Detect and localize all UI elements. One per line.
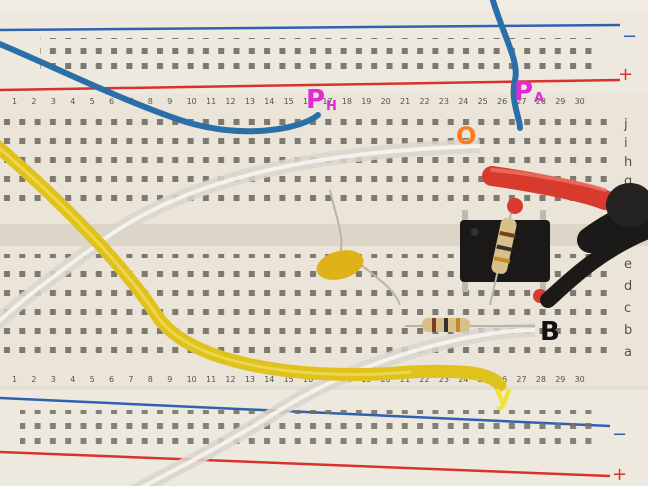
column-number-bottom: 29 <box>555 375 565 384</box>
column-number-top: 21 <box>400 97 410 106</box>
top-rail-plus-label: + <box>618 64 633 85</box>
column-number-bottom: 9 <box>167 375 172 384</box>
column-number-top: 26 <box>497 97 507 106</box>
row-letter: i <box>624 136 628 151</box>
column-number-bottom: 10 <box>187 375 197 384</box>
label-p-h: P H <box>306 85 337 115</box>
column-number-bottom: 1 <box>12 375 17 384</box>
ceramic-capacitor <box>316 189 401 306</box>
label-p-h-sub: H <box>326 99 337 114</box>
column-number-bottom: 24 <box>458 375 468 384</box>
row-letters: jihgfedcba <box>623 117 632 360</box>
column-number-bottom: 23 <box>439 375 449 384</box>
column-number-top: 5 <box>90 97 95 106</box>
label-p-h-main: P <box>306 85 325 115</box>
column-number-top: 1 <box>12 97 17 106</box>
row-letter: b <box>624 323 632 338</box>
bottom-rail-minus-label: − <box>612 424 627 445</box>
column-number-top: 28 <box>536 97 546 106</box>
top-power-rail: − + <box>0 10 648 92</box>
column-number-top: 2 <box>31 97 36 106</box>
column-number-top: 6 <box>109 97 114 106</box>
column-number-bottom: 6 <box>109 375 114 384</box>
red-tubing <box>482 166 615 303</box>
column-number-top: 17 <box>322 97 332 106</box>
row-letter: a <box>624 345 632 360</box>
column-number-top: 11 <box>206 97 216 106</box>
column-number-top: 19 <box>361 97 371 106</box>
column-number-top: 23 <box>439 97 449 106</box>
label-b: B <box>540 317 560 347</box>
column-number-top: 14 <box>264 97 274 106</box>
bottom-rail-red-line <box>0 450 611 478</box>
lower-terminal-strip <box>0 246 648 386</box>
top-rail-minus-label: − <box>622 26 637 47</box>
column-number-bottom: 3 <box>51 375 56 384</box>
bottom-power-rail: − + <box>0 390 648 486</box>
bottom-rail-plus-label: + <box>612 464 627 485</box>
column-number-top: 12 <box>225 97 235 106</box>
column-number-top: 27 <box>516 97 526 106</box>
column-number-top: 9 <box>167 97 172 106</box>
label-y: y <box>494 378 512 411</box>
blue-wire-right <box>489 0 523 131</box>
label-p-a: P A <box>514 77 544 107</box>
column-number-top: 16 <box>303 97 313 106</box>
column-number-bottom: 14 <box>264 375 274 384</box>
column-number-bottom: 15 <box>284 375 294 384</box>
resistor-horizontal <box>405 318 535 332</box>
column-number-top: 24 <box>458 97 468 106</box>
column-number-bottom: 12 <box>225 375 235 384</box>
row-letter: e <box>624 257 632 272</box>
row-letter: h <box>624 155 632 170</box>
column-number-bottom: 11 <box>206 375 216 384</box>
column-number-top: 20 <box>381 97 391 106</box>
row-letter: g <box>624 174 632 189</box>
column-number-top: 3 <box>51 97 56 106</box>
column-number-top: 29 <box>555 97 565 106</box>
label-o: O <box>456 122 476 150</box>
column-number-top: 18 <box>342 97 352 106</box>
row-letter: j <box>623 117 628 132</box>
column-number-top: 13 <box>245 97 255 106</box>
black-cables <box>540 183 648 308</box>
column-number-top: 22 <box>419 97 429 106</box>
column-number-bottom: 13 <box>245 375 255 384</box>
label-p-a-sub: A <box>534 91 544 106</box>
column-number-top: 30 <box>575 97 585 106</box>
column-number-top: 8 <box>148 97 153 106</box>
resistor-vertical <box>489 199 517 306</box>
row-letter: d <box>624 279 632 294</box>
column-number-bottom: 27 <box>516 375 526 384</box>
column-number-bottom: 2 <box>31 375 36 384</box>
column-number-bottom: 4 <box>70 375 75 384</box>
column-number-bottom: 21 <box>400 375 410 384</box>
column-number-bottom: 5 <box>90 375 95 384</box>
column-number-top: 15 <box>284 97 294 106</box>
blue-wire-left <box>0 40 321 135</box>
column-number-bottom: 22 <box>419 375 429 384</box>
column-number-top: 10 <box>187 97 197 106</box>
column-number-top: 25 <box>478 97 488 106</box>
top-rail-blue-line <box>0 23 621 32</box>
label-p-a-main: P <box>514 77 533 107</box>
column-number-bottom: 16 <box>303 375 313 384</box>
column-number-bottom: 30 <box>575 375 585 384</box>
column-number-bottom: 7 <box>128 375 133 384</box>
row-letter: c <box>624 301 631 316</box>
column-number-bottom: 8 <box>148 375 153 384</box>
column-number-top: 4 <box>70 97 75 106</box>
column-number-bottom: 28 <box>536 375 546 384</box>
